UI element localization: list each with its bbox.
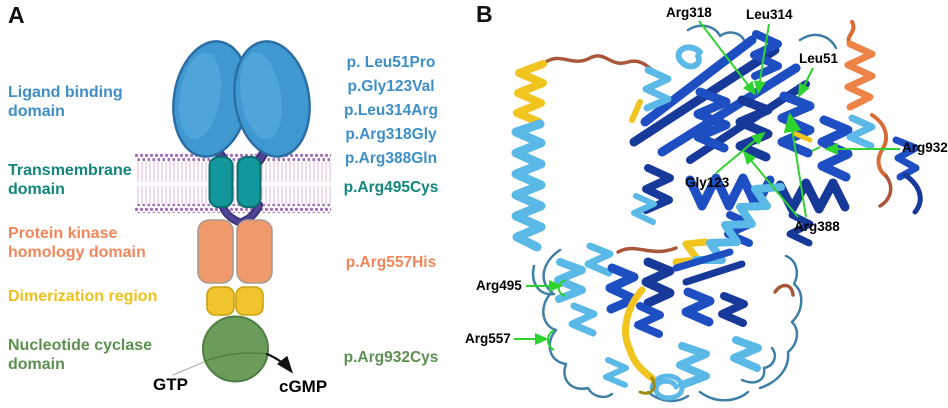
annotation-line-gly123 — [715, 131, 766, 174]
annotation-line-leu51 — [798, 67, 814, 98]
mutation-item: p.Leu314Arg — [344, 102, 438, 119]
residue-label-leu314: Leu314 — [746, 7, 793, 22]
kinase-rect-left — [197, 219, 234, 284]
mutation-item: p.Arg318Gly — [345, 126, 437, 143]
kinase-homology-domain-shape — [197, 219, 273, 284]
annotation-line-leu314 — [753, 23, 770, 95]
domain-label-line: Ligand binding — [8, 84, 123, 101]
yellow-bit-upper — [629, 99, 643, 123]
domain-label-ligand-binding: Ligand binding domain — [8, 83, 183, 121]
gtp-to-cgmp-arrow — [265, 352, 294, 374]
residue-label-arg388: Arg388 — [794, 219, 840, 234]
membrane-heads-bottom — [135, 204, 331, 213]
dimerization-region-shape — [206, 286, 264, 316]
lower-domain-ribbons — [542, 242, 803, 403]
orange-helix — [844, 40, 876, 111]
tm-helix-left — [208, 156, 234, 208]
panel-b-label: B — [476, 1, 493, 27]
tm-helix-right — [236, 156, 262, 208]
cyclase-domain-shape — [172, 315, 294, 383]
dimer-rect-left — [206, 286, 235, 316]
mutation-cyclase: p.Arg932Cys — [343, 349, 439, 366]
cyclase-chord — [204, 352, 268, 362]
residue-label-arg557: Arg557 — [465, 331, 511, 346]
residue-mark-arg932 — [811, 146, 821, 152]
domain-label-transmembrane: Transmembrane domain — [8, 161, 183, 199]
residue-mark-arg557 — [547, 329, 555, 351]
yellow-helix-mid — [672, 238, 710, 266]
domain-label-line: domain — [8, 103, 65, 120]
domain-label-line: Nucleotide cyclase — [8, 337, 153, 354]
mutation-list-ligand: p. Leu51Pro p.Gly123Val p.Leu314Arg p.Ar… — [333, 51, 449, 171]
gtp-arrow-tail — [172, 361, 205, 376]
brown-loop-mid — [616, 246, 678, 254]
mutation-item: p.Arg388Gln — [344, 150, 438, 167]
connector-helix — [616, 183, 785, 266]
kinase-rect-right — [236, 219, 273, 284]
upper-domain-ribbons — [629, 20, 923, 247]
ligand-oval-right-highlight — [240, 52, 282, 140]
panel-a-label: A — [8, 2, 25, 28]
protein-structure-illustration — [511, 20, 923, 403]
domain-label-line: homology domain — [8, 244, 146, 261]
domain-label-cyclase: Nucleotide cyclase domain — [8, 336, 183, 374]
domain-label-line: Protein kinase — [8, 225, 118, 242]
membrane-heads-top — [135, 153, 331, 162]
yellow-helix-left — [513, 60, 547, 126]
left-arm — [511, 54, 670, 296]
ligand-binding-domain-shape — [172, 40, 311, 158]
ligand-oval-left-highlight — [179, 52, 221, 140]
cyclase-circle — [202, 315, 269, 383]
mutation-transmembrane: p.Arg495Cys — [343, 179, 439, 196]
mutation-item: p.Gly123Val — [347, 78, 435, 95]
annotation-line-arg318 — [698, 20, 757, 96]
light-helix-upper-left — [642, 66, 672, 112]
domain-label-kinase-homology: Protein kinase homology domain — [8, 224, 183, 262]
mutation-kinase: p.Arg557His — [345, 254, 437, 271]
mutation-item: p. Leu51Pro — [346, 54, 436, 71]
annotation-line-arg388 — [783, 112, 807, 218]
light-blue-helix-left — [511, 119, 546, 252]
transmembrane-domain-shape — [208, 156, 262, 208]
yellow-ribbon-lower — [622, 286, 656, 382]
brown-loop-top — [541, 54, 670, 82]
domain-label-line: Dimerization region — [8, 288, 158, 305]
domain-label-line: domain — [8, 356, 65, 373]
residue-label-leu51: Leu51 — [799, 51, 839, 66]
gtp-label: GTP — [153, 375, 188, 394]
cgmp-label: cGMP — [279, 377, 328, 396]
residue-annotations — [514, 20, 900, 351]
residue-label-arg932: Arg932 — [902, 140, 948, 155]
residue-mark-arg495 — [557, 279, 567, 297]
residue-label-arg495: Arg495 — [476, 278, 522, 293]
domain-label-line: Transmembrane — [8, 162, 132, 179]
residue-label-arg318: Arg318 — [666, 5, 712, 20]
annotation-line-arg388-aux — [742, 150, 799, 218]
coiled-coil-helix — [692, 183, 785, 264]
domain-label-dimerization: Dimerization region — [8, 287, 183, 306]
loop-coil-bottom — [649, 373, 685, 401]
domain-label-line: domain — [8, 181, 65, 198]
residue-label-gly123: Gly123 — [685, 175, 730, 190]
dimer-rect-right — [235, 286, 264, 316]
